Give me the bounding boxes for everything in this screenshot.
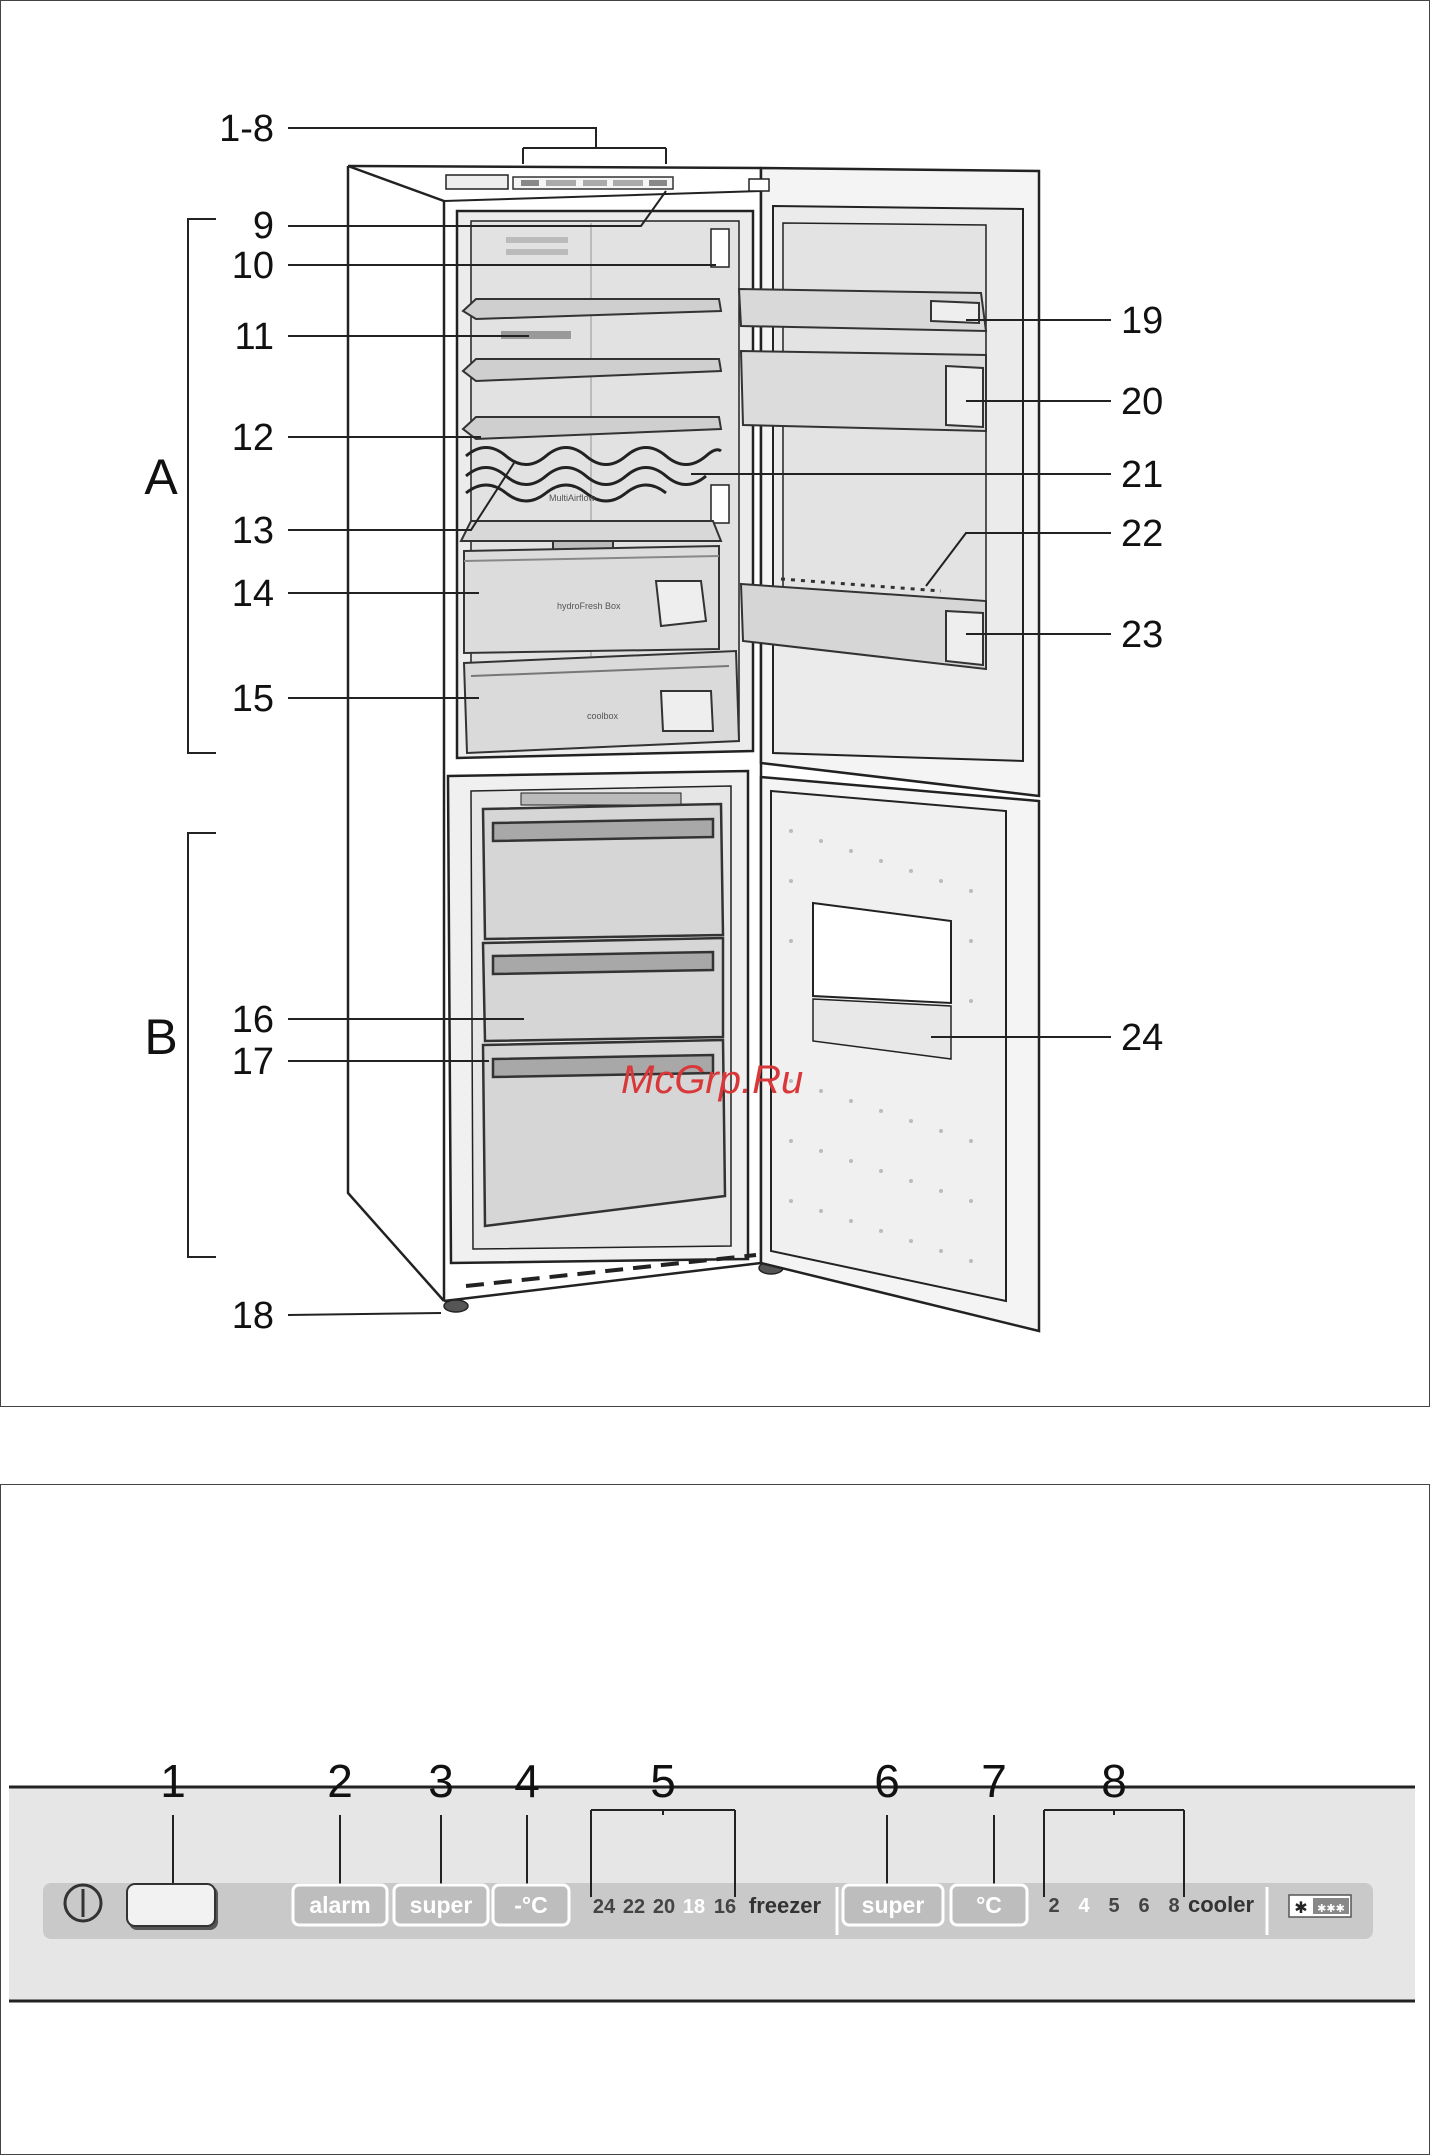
callout-12: 12 xyxy=(232,417,274,459)
freezer-drawers xyxy=(483,804,725,1226)
control-panel-figure: 1 2 3 4 5 6 7 8 alarm super -°C 24 22 20… xyxy=(0,1484,1430,2155)
callout-23: 23 xyxy=(1121,614,1163,656)
svg-text:✱✱✱: ✱✱✱ xyxy=(1317,1902,1345,1915)
panel-callout-7: 7 xyxy=(981,1755,1007,1807)
fridge-figure: hydroFresh Box MultiAirflow coolbox xyxy=(0,0,1430,1407)
freezer-scale-24: 24 xyxy=(593,1896,616,1918)
callout-20: 20 xyxy=(1121,381,1163,423)
callout-14: 14 xyxy=(232,573,274,615)
cooler-temp-button[interactable]: °C xyxy=(951,1885,1027,1925)
panel-callout-3: 3 xyxy=(428,1755,454,1807)
panel-callout-4: 4 xyxy=(514,1755,540,1807)
callout-9: 9 xyxy=(253,205,274,247)
watermark-text: McGrp.Ru xyxy=(621,1058,803,1102)
freezer-scale-18: 18 xyxy=(683,1896,705,1918)
power-button[interactable] xyxy=(127,1884,218,1930)
callout-10: 10 xyxy=(232,245,274,287)
section-brackets xyxy=(188,219,216,1257)
callout-21: 21 xyxy=(1121,454,1163,496)
panel-callout-6: 6 xyxy=(874,1755,900,1807)
callout-13: 13 xyxy=(232,510,274,552)
fridge-illustration: hydroFresh Box MultiAirflow coolbox xyxy=(1,1,1430,1408)
freezer-scale-22: 22 xyxy=(623,1896,645,1918)
cooler-scale-2: 2 xyxy=(1048,1895,1059,1917)
freezer-label: freezer xyxy=(749,1893,822,1918)
cooler-scale-5: 5 xyxy=(1108,1895,1119,1917)
fridge-door xyxy=(749,168,1039,796)
shelf-brand-label: MultiAirflow xyxy=(549,493,596,503)
chill-drawer xyxy=(464,651,739,753)
callout-19: 19 xyxy=(1121,300,1163,342)
snowflake-four-star-icon: ✱ ✱✱✱ xyxy=(1289,1895,1351,1917)
cooler-temp-label: °C xyxy=(976,1892,1002,1918)
callout-15: 15 xyxy=(232,678,274,720)
freezer-temp-label: -°C xyxy=(514,1892,547,1918)
cooler-scale-6: 6 xyxy=(1138,1895,1149,1917)
freezer-super-label: super xyxy=(410,1892,473,1918)
cooler-super-button[interactable]: super xyxy=(843,1885,943,1925)
callout-17: 17 xyxy=(232,1041,274,1083)
crisper-label: hydroFresh Box xyxy=(557,601,621,611)
callout-24: 24 xyxy=(1121,1017,1163,1059)
freezer-super-button[interactable]: super xyxy=(394,1885,488,1925)
cooler-super-label: super xyxy=(862,1892,925,1918)
callout-18: 18 xyxy=(232,1295,274,1337)
cooler-scale-8: 8 xyxy=(1168,1895,1179,1917)
freezer-temp-button[interactable]: -°C xyxy=(493,1885,569,1925)
cooler-label: cooler xyxy=(1188,1892,1254,1917)
chill-label: coolbox xyxy=(587,711,619,721)
alarm-button[interactable]: alarm xyxy=(293,1885,387,1925)
freezer-door xyxy=(761,777,1039,1331)
panel-callout-1: 1 xyxy=(160,1755,186,1807)
freezer-scale-20: 20 xyxy=(653,1896,675,1918)
section-label-b: B xyxy=(144,1009,177,1065)
panel-callout-5: 5 xyxy=(650,1755,676,1807)
panel-callout-2: 2 xyxy=(327,1755,353,1807)
crisper-drawer xyxy=(461,521,721,653)
freezer-scale-16: 16 xyxy=(714,1896,736,1918)
section-label-a: A xyxy=(144,449,178,505)
cooler-scale-4: 4 xyxy=(1078,1895,1090,1917)
callout-11: 11 xyxy=(235,316,274,358)
alarm-button-label: alarm xyxy=(309,1892,370,1918)
callout-22: 22 xyxy=(1121,513,1163,555)
svg-text:✱: ✱ xyxy=(1294,1898,1307,1917)
control-strip xyxy=(513,177,673,189)
callout-16: 16 xyxy=(232,999,274,1041)
control-panel-illustration: 1 2 3 4 5 6 7 8 alarm super -°C 24 22 20… xyxy=(1,1485,1430,2156)
panel-callout-8: 8 xyxy=(1101,1755,1127,1807)
callout-1-8: 1-8 xyxy=(219,108,274,150)
freezer-temperature-scale: 24 22 20 18 16 xyxy=(593,1896,736,1918)
